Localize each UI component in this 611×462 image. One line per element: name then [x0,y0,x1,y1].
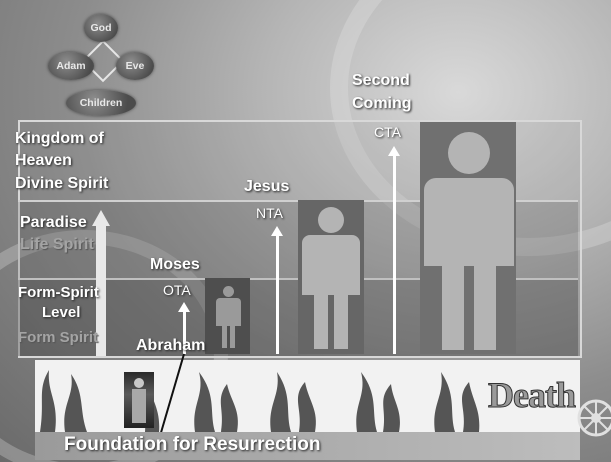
kingdom-label-line1: Kingdom of [15,130,104,148]
ota-label: OTA [163,282,191,298]
foundation-label: Foundation for Resurrection [64,434,321,456]
nta-arrow-icon [271,226,283,236]
flame-icon [270,372,291,432]
abraham-body-icon [132,389,146,423]
flame-icon [40,370,56,432]
nta-label: NTA [256,205,283,221]
abraham-label: Abraham [136,337,205,355]
divine-spirit-label: Divine Spirit [15,175,108,193]
growth-arrow-head-icon [92,210,110,226]
cta-label: CTA [374,124,401,140]
flame-icon [298,382,316,432]
children-bubble: Children [66,90,136,116]
flame-icon [356,372,377,432]
god-bubble: God [84,14,118,42]
flame-icon [221,384,238,432]
life-spirit-label: Life Spirit [20,236,94,254]
cta-arrow-shaft [393,156,396,354]
second-coming-label-line2: Coming [352,95,412,113]
eve-bubble: Eve [116,52,154,80]
moses-label: Moses [150,256,200,274]
paradise-label: Paradise [20,214,87,232]
abraham-pointer-line [150,350,190,440]
form-spirit-label: Form Spirit [18,329,98,346]
kingdom-label-line2: Heaven [15,152,72,170]
death-label: Death [488,374,575,416]
nta-arrow-shaft [276,236,279,354]
form-spirit-level-label-line2: Level [42,304,80,321]
adam-bubble: Adam [48,52,94,80]
cta-arrow-icon [388,146,400,156]
flame-icon [383,384,400,432]
ota-arrow-icon [178,302,190,312]
flame-icon [194,372,215,432]
form-spirit-level-label-line1: Form-Spirit [18,284,99,301]
abraham-head-icon [134,378,144,388]
second-coming-label-line1: Second [352,72,410,90]
flame-icon [462,382,479,432]
jesus-label: Jesus [244,178,289,196]
flame-icon [434,372,455,432]
flame-icon [64,374,87,432]
